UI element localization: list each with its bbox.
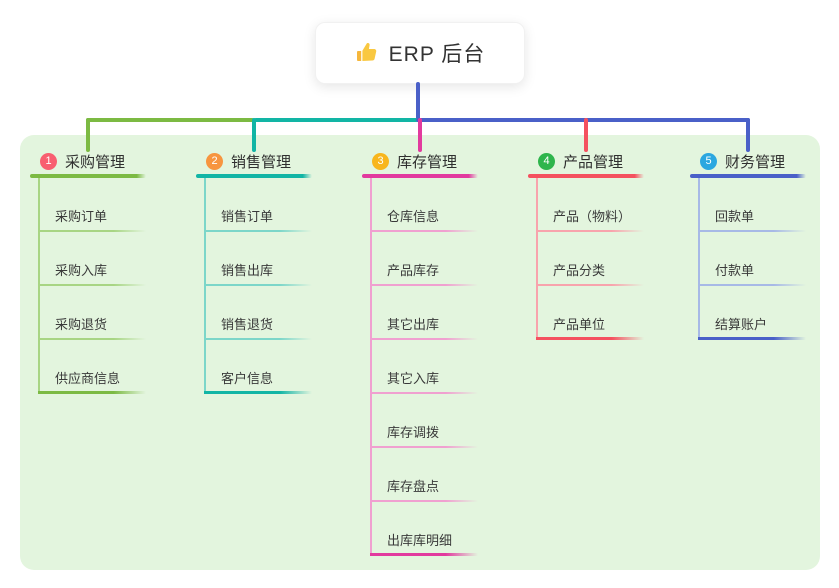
node-stock-transfer[interactable]: 库存调拨	[362, 394, 478, 448]
node-underline	[698, 230, 806, 232]
node-supplier-info[interactable]: 供应商信息	[30, 340, 146, 394]
root-node[interactable]: ERP 后台	[315, 22, 525, 84]
branch-underline	[196, 174, 312, 178]
node-underline	[370, 392, 478, 394]
branch-finance: 5 财务管理 回款单 付款单 结算账户	[690, 148, 806, 340]
node-underline	[698, 284, 806, 286]
badge-4: 4	[538, 152, 555, 170]
branch-underline	[690, 174, 806, 178]
node-purchase-return[interactable]: 采购退货	[30, 286, 146, 340]
node-settlement-account[interactable]: 结算账户	[690, 286, 806, 340]
node-receipt-bill[interactable]: 回款单	[690, 178, 806, 232]
branch-title-product[interactable]: 4 产品管理	[528, 148, 644, 174]
branch-trunk-line	[698, 178, 700, 340]
branch-title-finance[interactable]: 5 财务管理	[690, 148, 806, 174]
node-underline	[204, 284, 312, 286]
node-product-material[interactable]: 产品（物料）	[528, 178, 644, 232]
node-other-outbound[interactable]: 其它出库	[362, 286, 478, 340]
connector-drop-inventory	[418, 118, 422, 152]
node-underline	[536, 337, 644, 340]
connector-bus-teal	[254, 118, 418, 122]
branch-trunk-line	[204, 178, 206, 394]
branch-sales: 2 销售管理 销售订单 销售出库 销售退货 客户信息	[196, 148, 312, 394]
branch-product: 4 产品管理 产品（物料） 产品分类 产品单位	[528, 148, 644, 340]
badge-5: 5	[700, 152, 717, 170]
node-warehouse-info[interactable]: 仓库信息	[362, 178, 478, 232]
branch-title-purchase[interactable]: 1 采购管理	[30, 148, 146, 174]
node-underline	[370, 446, 478, 448]
branch-underline	[362, 174, 478, 178]
node-underline	[38, 338, 146, 340]
node-product-unit[interactable]: 产品单位	[528, 286, 644, 340]
branch-title-sales[interactable]: 2 销售管理	[196, 148, 312, 174]
branch-underline	[528, 174, 644, 178]
connector-bus-green	[86, 118, 254, 122]
node-underline	[370, 230, 478, 232]
node-underline	[204, 338, 312, 340]
node-underline	[38, 230, 146, 232]
node-sales-outbound[interactable]: 销售出库	[196, 232, 312, 286]
branch-trunk-line	[536, 178, 538, 340]
connector-drop-purchase	[86, 118, 90, 152]
thumbs-up-icon	[355, 41, 379, 65]
node-payment-bill[interactable]: 付款单	[690, 232, 806, 286]
node-other-inbound[interactable]: 其它入库	[362, 340, 478, 394]
node-product-category[interactable]: 产品分类	[528, 232, 644, 286]
node-product-stock[interactable]: 产品库存	[362, 232, 478, 286]
node-underline	[536, 230, 644, 232]
branch-inventory: 3 库存管理 仓库信息 产品库存 其它出库 其它入库 库存调拨 库存盘点	[362, 148, 478, 556]
branch-trunk-line	[38, 178, 40, 394]
node-underline	[370, 284, 478, 286]
branches-panel	[20, 135, 820, 570]
node-underline	[536, 284, 644, 286]
node-underline	[698, 337, 806, 340]
node-purchase-inbound[interactable]: 采购入库	[30, 232, 146, 286]
branch-trunk-line	[370, 178, 372, 556]
badge-2: 2	[206, 152, 223, 170]
branch-underline	[30, 174, 146, 178]
node-underline	[370, 553, 478, 556]
node-underline	[38, 284, 146, 286]
connector-drop-product	[584, 118, 588, 152]
node-customer-info[interactable]: 客户信息	[196, 340, 312, 394]
node-outbound-detail[interactable]: 出库库明细	[362, 502, 478, 556]
connector-drop-sales	[252, 118, 256, 152]
connector-bus-blue	[416, 118, 750, 122]
branch-title-inventory[interactable]: 3 库存管理	[362, 148, 478, 174]
node-sales-return[interactable]: 销售退货	[196, 286, 312, 340]
badge-3: 3	[372, 152, 389, 170]
root-title: ERP 后台	[388, 43, 486, 66]
badge-1: 1	[40, 152, 57, 170]
node-purchase-order[interactable]: 采购订单	[30, 178, 146, 232]
node-underline	[204, 391, 312, 394]
node-underline	[204, 230, 312, 232]
node-underline	[370, 500, 478, 502]
node-sales-order[interactable]: 销售订单	[196, 178, 312, 232]
connector-drop-finance	[746, 118, 750, 152]
node-underline	[370, 338, 478, 340]
node-underline	[38, 391, 146, 394]
node-stock-count[interactable]: 库存盘点	[362, 448, 478, 502]
connector-root-stem	[416, 82, 420, 122]
branch-purchase: 1 采购管理 采购订单 采购入库 采购退货 供应商信息	[30, 148, 146, 394]
